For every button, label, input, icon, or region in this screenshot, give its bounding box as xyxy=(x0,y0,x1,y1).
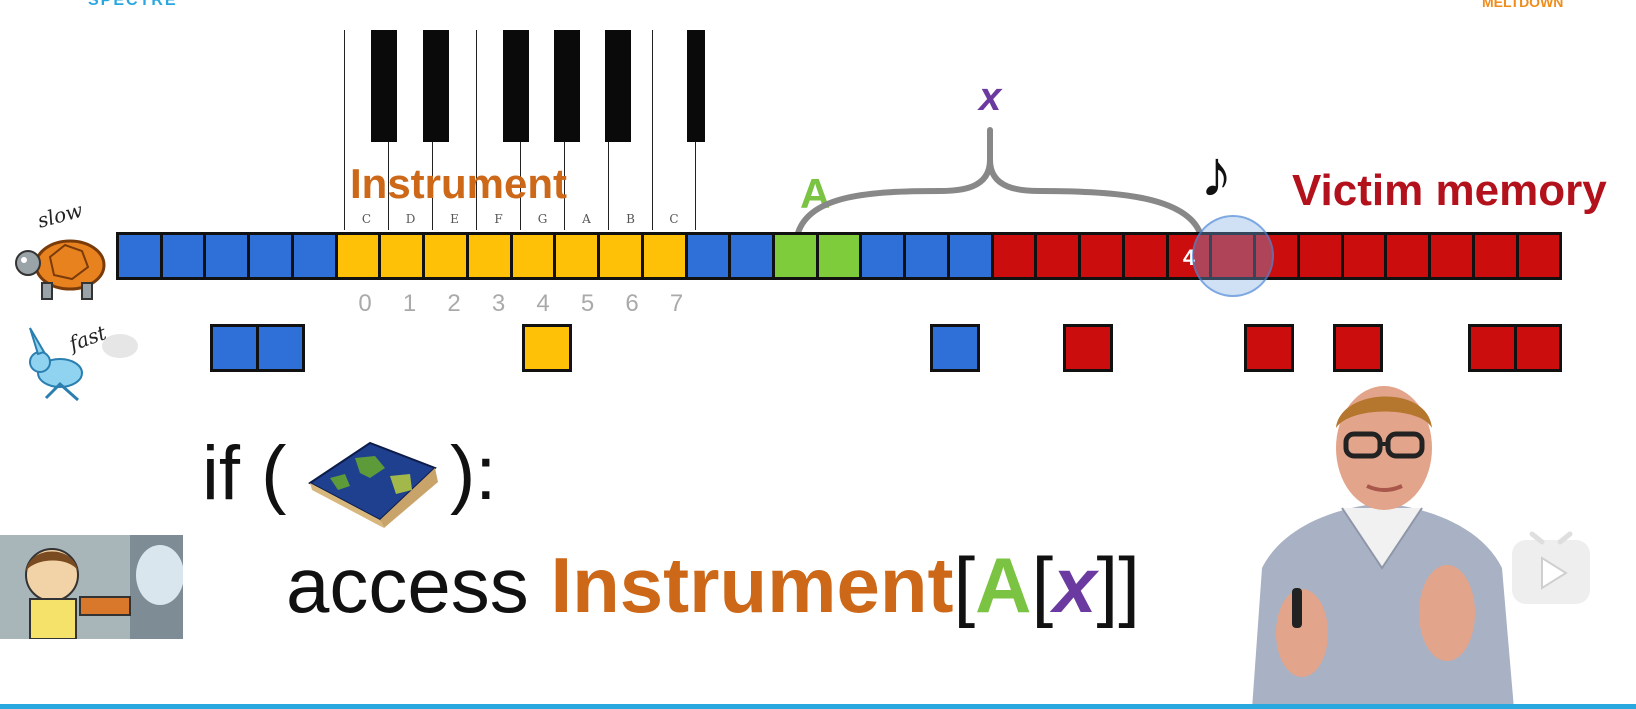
memory-cell xyxy=(337,235,379,277)
piano-key-label: D xyxy=(405,212,416,226)
cache-line xyxy=(1468,324,1562,372)
memory-cell xyxy=(1037,235,1079,277)
piano-black-key xyxy=(687,30,705,142)
highlight-circle xyxy=(1192,215,1274,297)
memory-cell xyxy=(906,235,947,277)
memory-cell xyxy=(1474,235,1516,277)
cache-line xyxy=(1333,324,1383,372)
victim-memory-label: Victim memory xyxy=(1292,166,1607,215)
index-label: 6 xyxy=(625,290,639,317)
memory-cell xyxy=(949,235,991,277)
memory-cell xyxy=(468,235,510,277)
cache-line xyxy=(522,324,572,372)
piano-black-key xyxy=(605,30,631,142)
memory-cell xyxy=(1299,235,1341,277)
play-icon[interactable] xyxy=(1510,530,1592,612)
progress-line xyxy=(0,704,1636,709)
music-note-icon: ♪ xyxy=(1200,136,1233,210)
instrument-label: Instrument xyxy=(350,160,568,207)
presenter-video xyxy=(1232,378,1532,709)
memory-cell xyxy=(250,235,291,277)
memory-cell xyxy=(1518,235,1560,277)
memory-cell xyxy=(1387,235,1429,277)
access-instrument: Instrument xyxy=(550,541,954,629)
piano-key-label: E xyxy=(450,212,459,226)
cache-cell xyxy=(525,327,569,369)
piano-black-key xyxy=(371,30,397,142)
rabbit-icon: fast xyxy=(29,320,138,402)
piano-black-key xyxy=(503,30,529,142)
memory-cell xyxy=(1431,235,1472,277)
access-keyword: access xyxy=(286,541,551,629)
memory-cell xyxy=(600,235,641,277)
index-label: 4 xyxy=(536,290,550,317)
cache-cell xyxy=(933,327,977,369)
cache-cell xyxy=(259,327,302,369)
cache-cell xyxy=(1471,327,1514,369)
index-label: 2 xyxy=(447,290,461,317)
cache-line xyxy=(930,324,980,372)
memory-cell xyxy=(1081,235,1122,277)
cartoon-thumbnail xyxy=(0,535,183,639)
memory-cell xyxy=(687,235,729,277)
memory-cell xyxy=(425,235,466,277)
cache-line xyxy=(210,324,305,372)
if-keyword: if ( xyxy=(202,431,287,516)
memory-cell xyxy=(775,235,816,277)
piano-keyboard: C D E F G A B C xyxy=(344,30,706,230)
piano-key-label: B xyxy=(626,212,635,226)
memory-cell xyxy=(993,235,1035,277)
memory-cell xyxy=(731,235,773,277)
piano-key-label: F xyxy=(494,212,503,226)
memory-cell xyxy=(512,235,554,277)
cache-cell xyxy=(1336,327,1380,369)
piano-black-key xyxy=(554,30,580,142)
memory-cell xyxy=(643,235,685,277)
piano-black-key xyxy=(423,30,449,142)
memory-cell xyxy=(1343,235,1385,277)
memory-cell xyxy=(162,235,204,277)
memory-cell xyxy=(381,235,423,277)
fast-label: fast xyxy=(64,320,110,356)
cache-line xyxy=(1063,324,1113,372)
index-label: 5 xyxy=(580,290,595,317)
cache-cell xyxy=(213,327,256,369)
brand-spectre: SPECTRE xyxy=(88,0,178,9)
world-map-icon xyxy=(308,441,438,528)
access-statement: access Instrument[A[x]] xyxy=(286,540,1140,631)
memory-cell xyxy=(293,235,335,277)
memory-cell xyxy=(1124,235,1166,277)
bracket-open: [ xyxy=(953,541,976,629)
memory-cell xyxy=(556,235,598,277)
cache-cell xyxy=(1516,327,1559,369)
if-close: ): xyxy=(450,431,497,516)
bracket-close: ]] xyxy=(1096,541,1140,629)
bracket-open: [ xyxy=(1031,541,1054,629)
brace-icon xyxy=(795,127,1203,236)
slow-label: slow xyxy=(35,205,85,233)
index-label: 3 xyxy=(491,290,506,317)
index-label: 7 xyxy=(669,290,684,317)
brand-meltdown: MELTDOWN xyxy=(1482,0,1564,10)
memory-cell xyxy=(818,235,860,277)
tortoise-icon: slow xyxy=(15,205,106,300)
piano-key-label: C xyxy=(361,212,372,226)
cache-line xyxy=(1244,324,1294,372)
memory-cell xyxy=(206,235,248,277)
access-x: x xyxy=(1053,541,1097,629)
piano-key-label: A xyxy=(582,212,591,226)
access-a: A xyxy=(975,541,1032,629)
index-label: 1 xyxy=(402,290,417,317)
piano-key-label: C xyxy=(669,212,679,226)
memory-bar: 4 xyxy=(116,232,1562,280)
index-label: 0 xyxy=(358,290,372,317)
cache-cell xyxy=(1066,327,1110,369)
cache-cell xyxy=(1247,327,1291,369)
memory-cell xyxy=(119,235,160,277)
x-label: x xyxy=(979,75,1002,119)
piano-key-label: G xyxy=(537,212,548,226)
memory-cell xyxy=(862,235,904,277)
